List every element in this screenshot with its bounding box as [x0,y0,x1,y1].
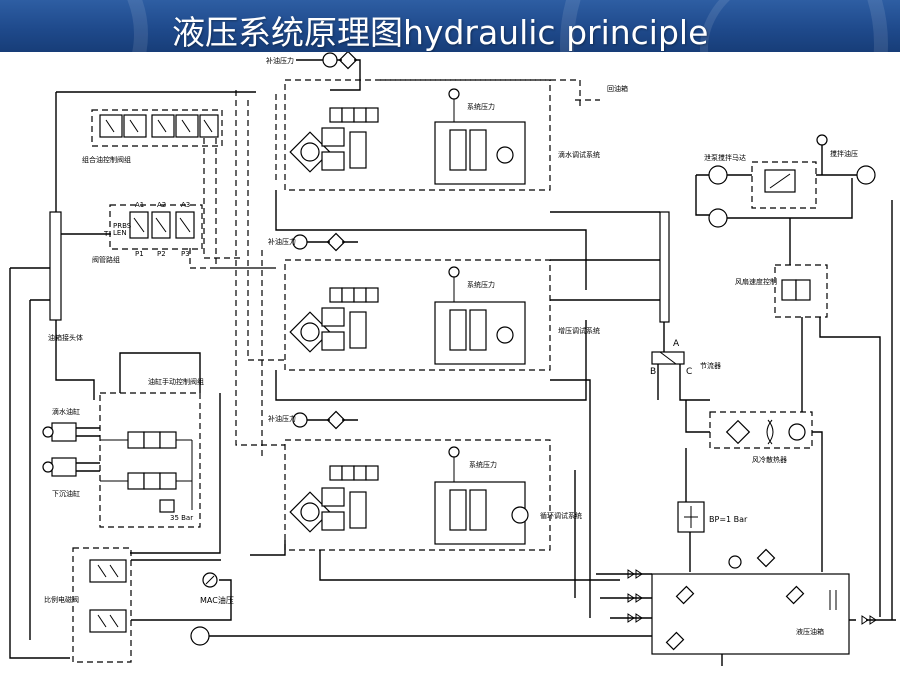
manifold-label: 油箱接头体 [48,333,83,342]
tank-label: 液压油箱 [796,627,824,636]
makeup-pressure-label-3: 补油压力 [268,414,296,423]
system-pressure-label-1: 系统压力 [467,102,495,111]
drip-system-label: 滴水调试系统 [558,150,600,159]
right-manifold [659,211,670,323]
cooler-label: 风冷散热器 [752,455,787,464]
flush-valve-label: 阀管路组 [92,255,120,264]
banner-swirl-far [700,0,900,52]
stir-motor-icon [856,165,876,185]
port-p2: P2 [157,250,166,258]
prop-valve-block [72,547,132,663]
len-label: LEN [113,229,127,237]
bar35-label: 35 Bar [170,514,193,522]
port-a-label: A [673,339,680,349]
flush-pump-label: 泄泵搅拌马达 [704,153,746,162]
throttle-label: 节流器 [700,361,721,370]
return-tank-label: 回油箱 [607,84,628,93]
flush-pump-icon [708,165,728,185]
drip-cylinder [42,422,100,442]
page-title: 液压系统原理图hydraulic principle [172,13,709,52]
mac-label: MAC油压 [200,595,234,605]
system-pressure-label-3: 系统压力 [469,460,497,469]
manifold-block [49,211,62,321]
lower-cylinder [42,457,100,477]
stir-pressure-label: 搅拌油压 [830,149,858,158]
port-a1: A1 [135,201,144,209]
banner-swirl-left [0,0,148,52]
port-p1: P1 [135,250,144,258]
flush-valve-block [109,204,203,250]
port-b-label: B [650,367,656,377]
circulation-system-label: 循环调试系统 [540,511,582,520]
makeup-pressure-label-2: 补油压力 [268,237,296,246]
pump-group-1 [284,52,551,191]
fan-speed-block [774,264,828,318]
stir-gauge-icon [816,134,828,146]
hydraulic-schematic: 组合油控制阀组 A1 A2 A3 P1 P2 P3 PRBS LEN T 阀管路… [9,52,896,666]
prop-valve-label: 比例电磁阀 [44,595,79,604]
manual-valve-block [99,392,201,528]
hydraulic-tank [651,548,850,655]
air-cooler-block [709,411,813,449]
combo-valve-label: 组合油控制阀组 [82,155,131,164]
pump-group-3 [284,410,551,551]
title-banner: 液压系统原理图hydraulic principle [0,0,900,52]
throttle-valve [651,351,685,365]
pump-icon [190,626,210,646]
pump-group-2 [284,232,551,371]
drip-cylinder-label: 滴水油缸 [52,407,80,416]
port-a2: A2 [157,201,166,209]
system-pressure-label-2: 系统压力 [467,280,495,289]
flush-control-block [751,161,817,209]
port-p3: P3 [181,250,190,258]
port-a3: A3 [181,201,190,209]
lower-cylinder-label: 下沉油缸 [52,489,80,498]
combo-valve-block [91,109,223,147]
manual-valve-label: 油缸手动控制阀组 [148,377,204,386]
motor-icon [708,208,728,228]
port-c-label: C [686,367,692,377]
prbs-label: PRBS [113,222,132,230]
boost-system-label: 增压调试系统 [558,326,600,335]
fan-valve-label: 风扇速度控制 [735,277,777,286]
bp-label: BP=1 Bar [709,515,748,524]
makeup-pressure-label-1: 补油压力 [266,56,294,65]
